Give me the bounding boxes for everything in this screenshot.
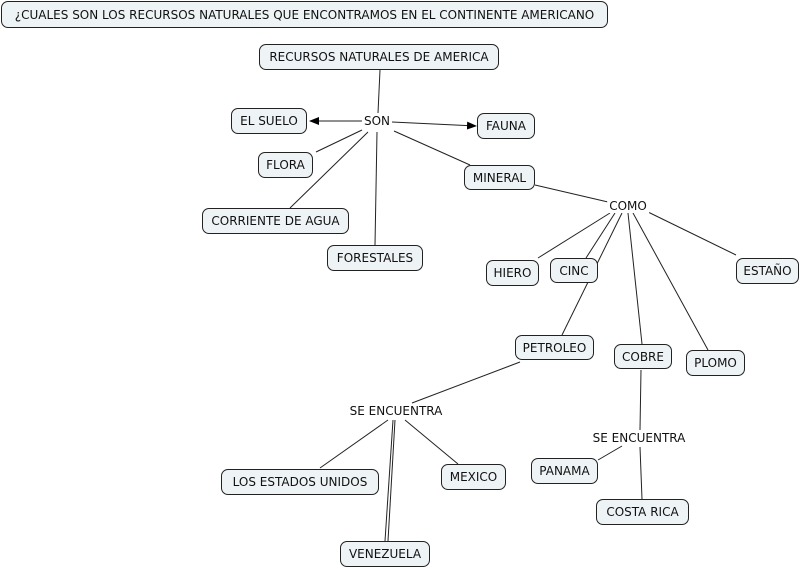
- link-son-flora: [315, 129, 363, 153]
- link-se-panama: [597, 445, 623, 461]
- linking-phrase-se-encuentra-petroleo[interactable]: SE ENCUENTRA: [347, 404, 445, 418]
- link-como-cobre: [627, 212, 643, 345]
- linking-phrase-son[interactable]: SON: [361, 114, 393, 128]
- concept-el-suelo[interactable]: EL SUELO: [231, 108, 307, 134]
- concept-mexico[interactable]: MEXICO: [441, 464, 506, 490]
- concept-fauna[interactable]: FAUNA: [477, 113, 535, 139]
- link-mineral-como: [534, 184, 609, 203]
- concept-estano[interactable]: ESTAÑO: [736, 258, 799, 284]
- link-son-agua: [289, 131, 369, 209]
- concept-los-estados-unidos[interactable]: LOS ESTADOS UNIDOS: [221, 469, 379, 495]
- linking-phrase-se-encuentra-cobre[interactable]: SE ENCUENTRA: [590, 431, 688, 445]
- concept-forestales[interactable]: FORESTALES: [327, 245, 423, 271]
- link-como-estano: [647, 211, 737, 256]
- link-como-cinc: [585, 212, 616, 259]
- concept-petroleo[interactable]: PETROLEO: [515, 335, 594, 360]
- concept-panama[interactable]: PANAMA: [531, 458, 598, 484]
- concept-corriente-de-agua[interactable]: CORRIENTE DE AGUA: [202, 208, 349, 234]
- link-son-mineral: [393, 130, 471, 166]
- concept-cinc[interactable]: CINC: [550, 258, 598, 283]
- concept-recursos-naturales[interactable]: RECURSOS NATURALES DE AMERICA: [259, 44, 499, 70]
- link-petroleo-se: [411, 361, 521, 404]
- link-se-mexico: [404, 419, 459, 465]
- concept-flora[interactable]: FLORA: [258, 152, 313, 178]
- link-se-costarica: [639, 446, 643, 500]
- link-como-hiero: [537, 212, 611, 259]
- link-se-eeuu: [319, 419, 389, 469]
- concept-cobre[interactable]: COBRE: [614, 344, 672, 369]
- concept-mineral[interactable]: MINERAL: [464, 165, 535, 190]
- concept-plomo[interactable]: PLOMO: [686, 350, 745, 376]
- concept-costa-rica[interactable]: COSTA RICA: [596, 499, 689, 525]
- link-root-son: [377, 69, 381, 114]
- link-como-plomo: [632, 212, 709, 351]
- linking-phrase-como[interactable]: COMO: [607, 199, 649, 213]
- link-se-venezuela-2: [384, 419, 394, 542]
- concept-venezuela[interactable]: VENEZUELA: [340, 541, 430, 567]
- link-se-venezuela: [387, 419, 396, 542]
- link-son-fauna: [391, 121, 477, 130]
- map-title[interactable]: ¿CUALES SON LOS RECURSOS NATURALES QUE E…: [1, 1, 608, 28]
- concept-hiero[interactable]: HIERO: [486, 260, 539, 286]
- link-cobre-se: [639, 369, 642, 431]
- link-son-forestales: [374, 131, 378, 246]
